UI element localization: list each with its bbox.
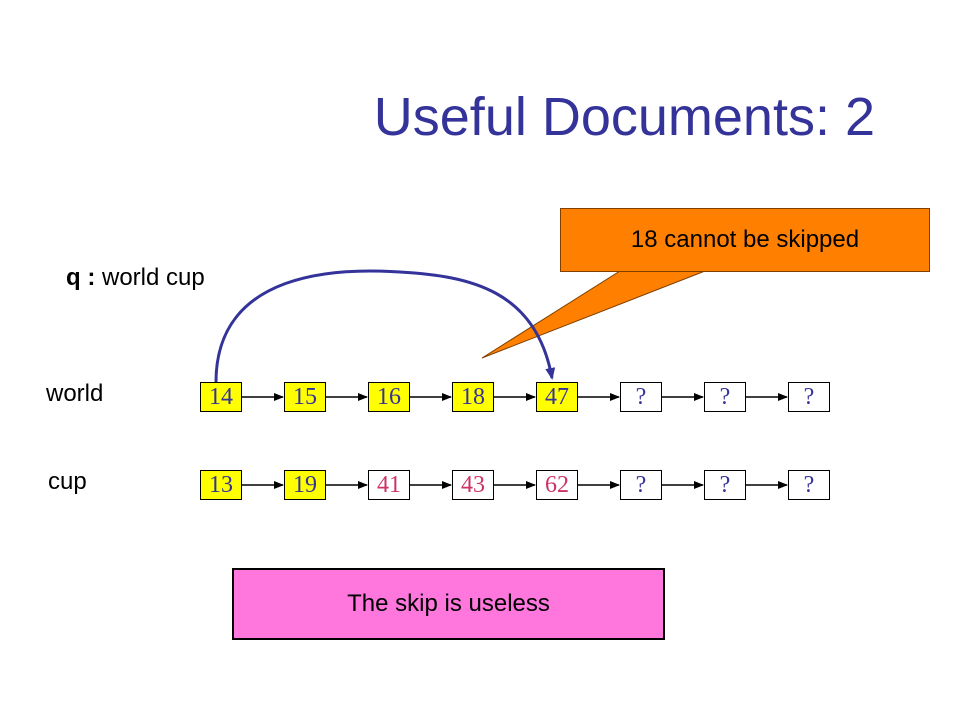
list-node: 41 — [368, 470, 410, 500]
query-terms: world cup — [102, 264, 205, 291]
list-node: 14 — [200, 382, 242, 412]
list-node: 16 — [368, 382, 410, 412]
list-node: ? — [788, 470, 830, 500]
callout-pointer — [481, 270, 706, 359]
query-line: q : world cup — [66, 264, 205, 292]
callout-box: 18 cannot be skipped — [560, 208, 930, 272]
list-links — [242, 393, 788, 489]
skip-arc — [214, 269, 556, 383]
list-label-world: world — [46, 380, 104, 407]
list-node: 15 — [284, 382, 326, 412]
note-box: The skip is useless — [232, 568, 665, 640]
query-prefix: q : — [66, 264, 96, 291]
list-node: 47 — [536, 382, 578, 412]
callout-text: 18 cannot be skipped — [630, 226, 860, 253]
slide-title: Useful Documents: 2 — [373, 87, 875, 147]
list-node: 19 — [284, 470, 326, 500]
list-node: ? — [788, 382, 830, 412]
list-node: 43 — [452, 470, 494, 500]
list-node: ? — [704, 382, 746, 412]
list-node: 13 — [200, 470, 242, 500]
list-node: ? — [620, 382, 662, 412]
list-node: 62 — [536, 470, 578, 500]
note-text: The skip is useless — [347, 590, 550, 617]
list-label-cup: cup — [48, 468, 87, 495]
list-node: ? — [704, 470, 746, 500]
list-node: ? — [620, 470, 662, 500]
list-node: 18 — [452, 382, 494, 412]
